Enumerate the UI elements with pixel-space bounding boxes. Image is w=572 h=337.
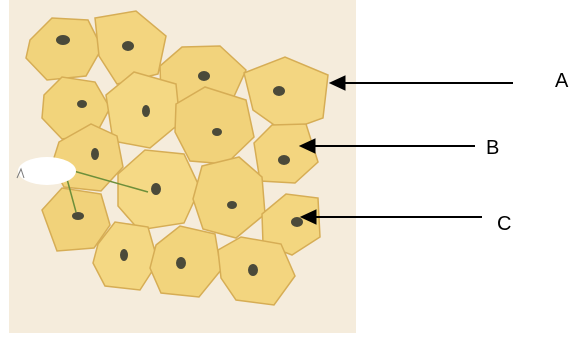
nucleus (273, 86, 285, 96)
nucleus (248, 264, 258, 276)
nucleus (142, 105, 150, 117)
nucleus (77, 100, 87, 108)
nucleus (198, 71, 210, 81)
cell (41, 76, 111, 140)
nucleus (122, 41, 134, 51)
left-arrow-icon (299, 209, 317, 225)
nucleus (72, 212, 84, 220)
nucleus (56, 35, 70, 45)
blank-callout (16, 157, 149, 213)
annotation-arrows (298, 75, 513, 225)
label-b: B (486, 137, 500, 159)
nucleus-group (56, 35, 303, 276)
nucleus (120, 249, 128, 261)
nucleus (278, 155, 290, 165)
callout-pointer-line (66, 178, 77, 213)
cell (243, 56, 329, 133)
nucleus (91, 148, 99, 160)
small-pointer-mark (16, 167, 25, 179)
cell (174, 86, 255, 165)
nucleus (291, 217, 303, 227)
left-arrow-icon (328, 75, 346, 91)
cell (192, 156, 266, 239)
label-a: A (555, 70, 569, 92)
label-c: C (497, 213, 512, 235)
cell (25, 17, 103, 81)
blank-label-oval (18, 157, 76, 185)
left-arrow-icon (298, 138, 316, 154)
callout-pointer-line (69, 169, 149, 193)
nucleus (212, 128, 222, 136)
nucleus (151, 183, 161, 195)
nucleus (227, 201, 237, 209)
nucleus (176, 257, 186, 269)
